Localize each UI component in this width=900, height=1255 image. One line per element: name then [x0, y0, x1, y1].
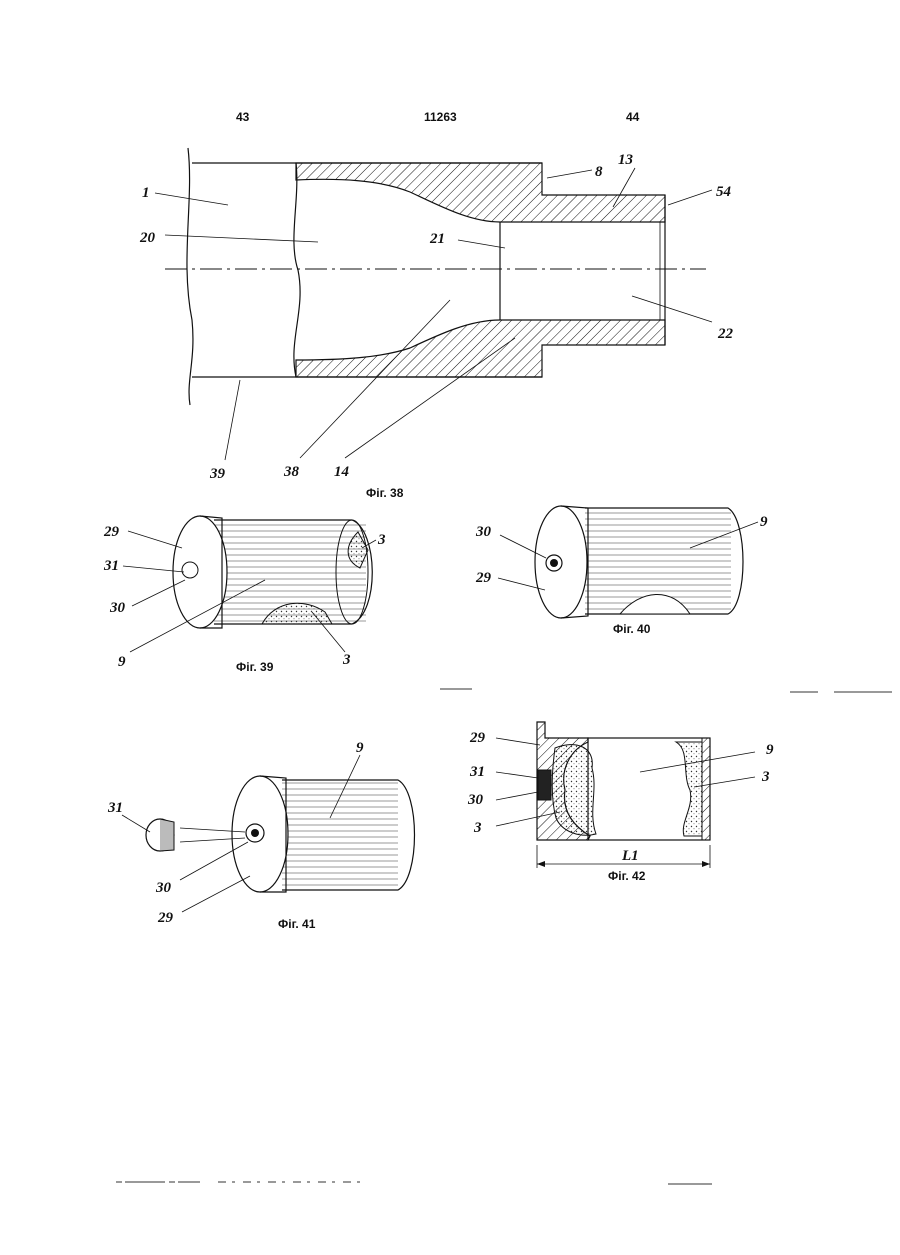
scan-marks: [116, 689, 892, 1184]
caption-fig-38: Фіг. 38: [366, 486, 404, 500]
label-30: 30: [109, 600, 126, 616]
label-29: 29: [469, 730, 486, 746]
label-l1: L1: [621, 848, 639, 864]
figure-39: 29 31 30 9 3 3 Фіг. 39: [103, 516, 386, 674]
label-30: 30: [155, 880, 172, 896]
figure-42: 29 31 30 3 9 3 L1 Фіг. 42: [467, 722, 774, 883]
label-31: 31: [469, 764, 485, 780]
label-54: 54: [716, 184, 732, 200]
label-3a: 3: [377, 532, 386, 548]
label-22: 22: [717, 326, 734, 342]
caption-fig-40: Фіг. 40: [613, 622, 651, 636]
label-3b: 3: [342, 652, 351, 668]
figure-38: 1 20 21 8 13 54 22 39 38 14 Фіг. 38: [139, 148, 734, 500]
label-14: 14: [334, 464, 350, 480]
label-31: 31: [107, 800, 123, 816]
label-9: 9: [766, 742, 774, 758]
label-39: 39: [209, 466, 226, 482]
figure-41: 31 9 30 29 Фіг. 41: [107, 740, 415, 931]
label-3a: 3: [473, 820, 482, 836]
label-21: 21: [429, 231, 445, 247]
label-29: 29: [475, 570, 492, 586]
label-8: 8: [595, 164, 603, 180]
label-31: 31: [103, 558, 119, 574]
label-20: 20: [139, 230, 156, 246]
figure-40: 30 29 9 Фіг. 40: [475, 506, 768, 636]
label-13: 13: [618, 152, 634, 168]
label-1: 1: [142, 185, 150, 201]
label-29: 29: [157, 910, 174, 926]
label-38: 38: [283, 464, 300, 480]
caption-fig-41: Фіг. 41: [278, 917, 316, 931]
label-29: 29: [103, 524, 120, 540]
label-9: 9: [356, 740, 364, 756]
caption-fig-42: Фіг. 42: [608, 869, 646, 883]
label-3b: 3: [761, 769, 770, 785]
label-9: 9: [118, 654, 126, 670]
label-30: 30: [467, 792, 484, 808]
label-9: 9: [760, 514, 768, 530]
label-30: 30: [475, 524, 492, 540]
caption-fig-39: Фіг. 39: [236, 660, 274, 674]
